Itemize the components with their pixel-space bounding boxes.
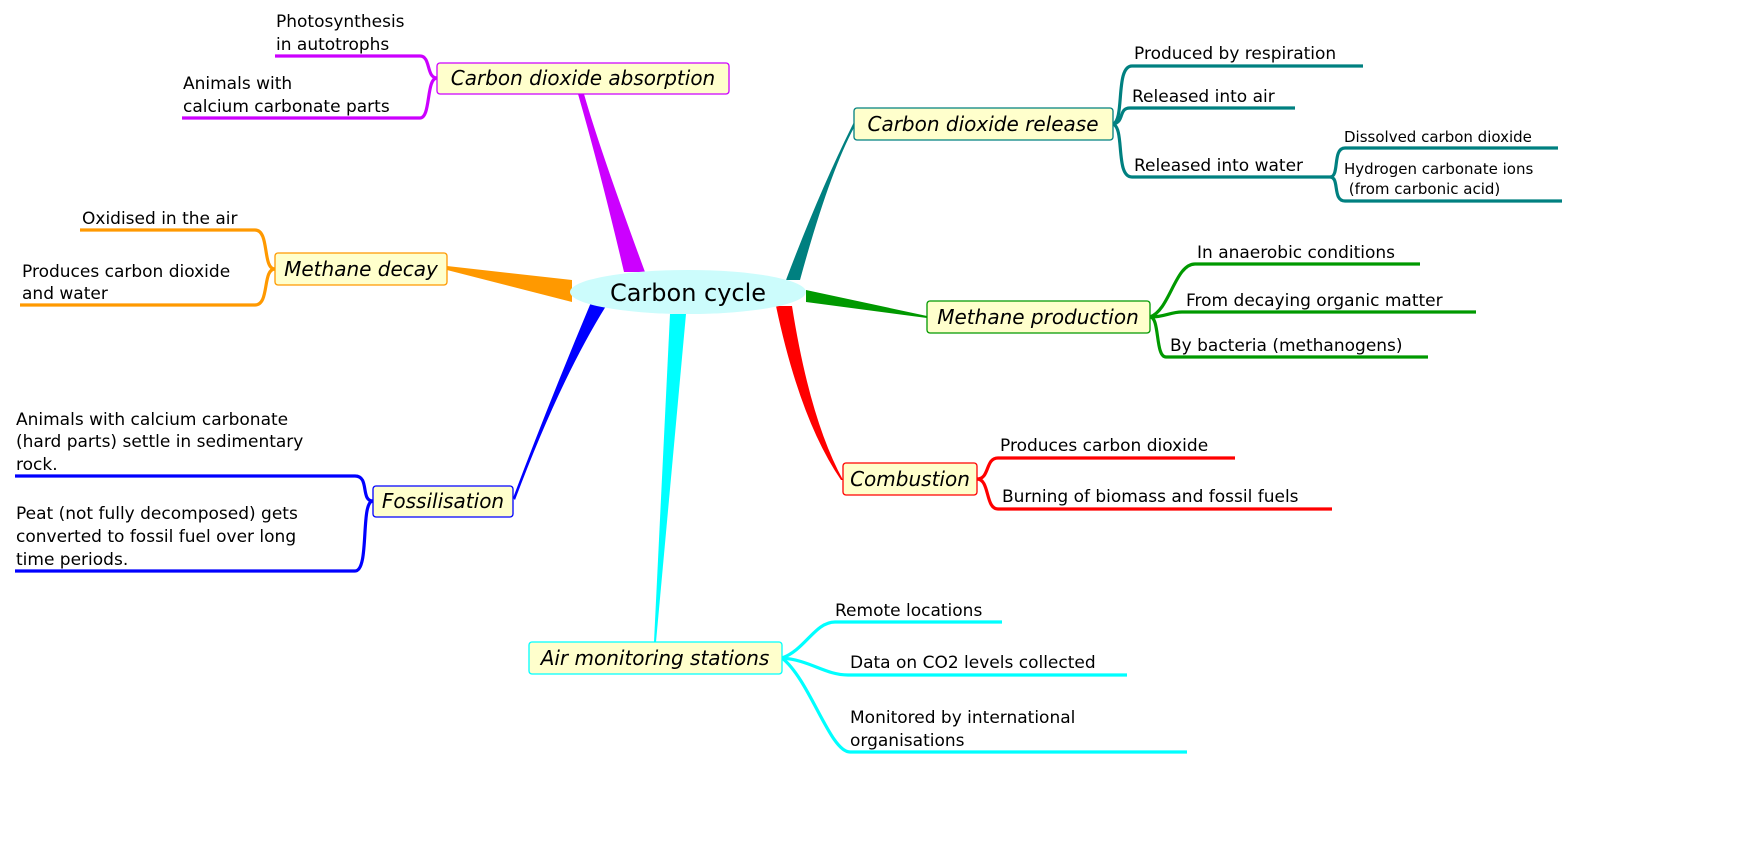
node-combustion[interactable] — [842, 462, 978, 496]
branch-methane-decay — [447, 266, 572, 302]
release-connectors — [1111, 64, 1562, 203]
node-air-monitoring[interactable] — [528, 641, 783, 675]
leaf-bacteria[interactable]: By bacteria (methanogens) — [1170, 336, 1403, 356]
leaf-animals-sediment[interactable]: Animals with calcium carbonate(hard part… — [16, 410, 303, 475]
fossilisation-connectors — [15, 474, 374, 573]
branch-fossilisation — [513, 300, 606, 500]
node-combustion-label: Combustion — [850, 467, 970, 491]
leaf-oxidised[interactable]: Oxidised in the air — [82, 209, 238, 229]
node-fossilisation-label: Fossilisation — [382, 489, 504, 513]
leaf-dissolved-co2[interactable]: Dissolved carbon dioxide — [1344, 128, 1532, 146]
node-methane-decay[interactable] — [274, 252, 448, 286]
node-methane-production-label: Methane production — [937, 305, 1139, 329]
branch-release — [786, 122, 856, 280]
leaf-hydrogen-carbonate[interactable]: Hydrogen carbonate ions (from carbonic a… — [1344, 160, 1533, 198]
central-topic[interactable] — [570, 270, 806, 314]
leaf-released-water[interactable]: Released into water — [1134, 156, 1303, 176]
methane-decay-connectors — [20, 228, 276, 307]
leaf-decaying-matter[interactable]: From decaying organic matter — [1186, 291, 1443, 311]
branch-air-monitoring — [654, 314, 686, 642]
methane-production-connectors — [1149, 262, 1476, 359]
central-topic-label: Carbon cycle — [610, 279, 766, 307]
node-air-monitoring-label: Air monitoring stations — [539, 646, 770, 670]
leaf-released-air[interactable]: Released into air — [1132, 87, 1275, 107]
node-methane-decay-label: Methane decay — [284, 257, 439, 281]
branch-methane-production — [806, 290, 927, 318]
node-release-label: Carbon dioxide release — [867, 112, 1098, 136]
air-monitoring-connectors — [780, 620, 1187, 754]
node-fossilisation[interactable] — [372, 485, 514, 518]
node-absorption[interactable] — [436, 62, 730, 95]
node-absorption-label: Carbon dioxide absorption — [451, 66, 715, 90]
node-release[interactable] — [853, 107, 1114, 141]
leaf-remote-locations[interactable]: Remote locations — [835, 601, 982, 621]
branch-absorption — [578, 94, 645, 272]
leaf-respiration[interactable]: Produced by respiration — [1134, 44, 1336, 64]
leaf-anaerobic[interactable]: In anaerobic conditions — [1197, 243, 1395, 263]
node-methane-production[interactable] — [926, 300, 1151, 334]
branch-combustion — [776, 306, 843, 480]
leaf-burning[interactable]: Burning of biomass and fossil fuels — [1002, 487, 1299, 507]
combustion-connectors — [976, 456, 1332, 511]
leaf-co2-data[interactable]: Data on CO2 levels collected — [850, 653, 1096, 673]
leaf-produces-co2[interactable]: Produces carbon dioxide — [1000, 436, 1208, 456]
absorption-connectors — [182, 54, 438, 120]
